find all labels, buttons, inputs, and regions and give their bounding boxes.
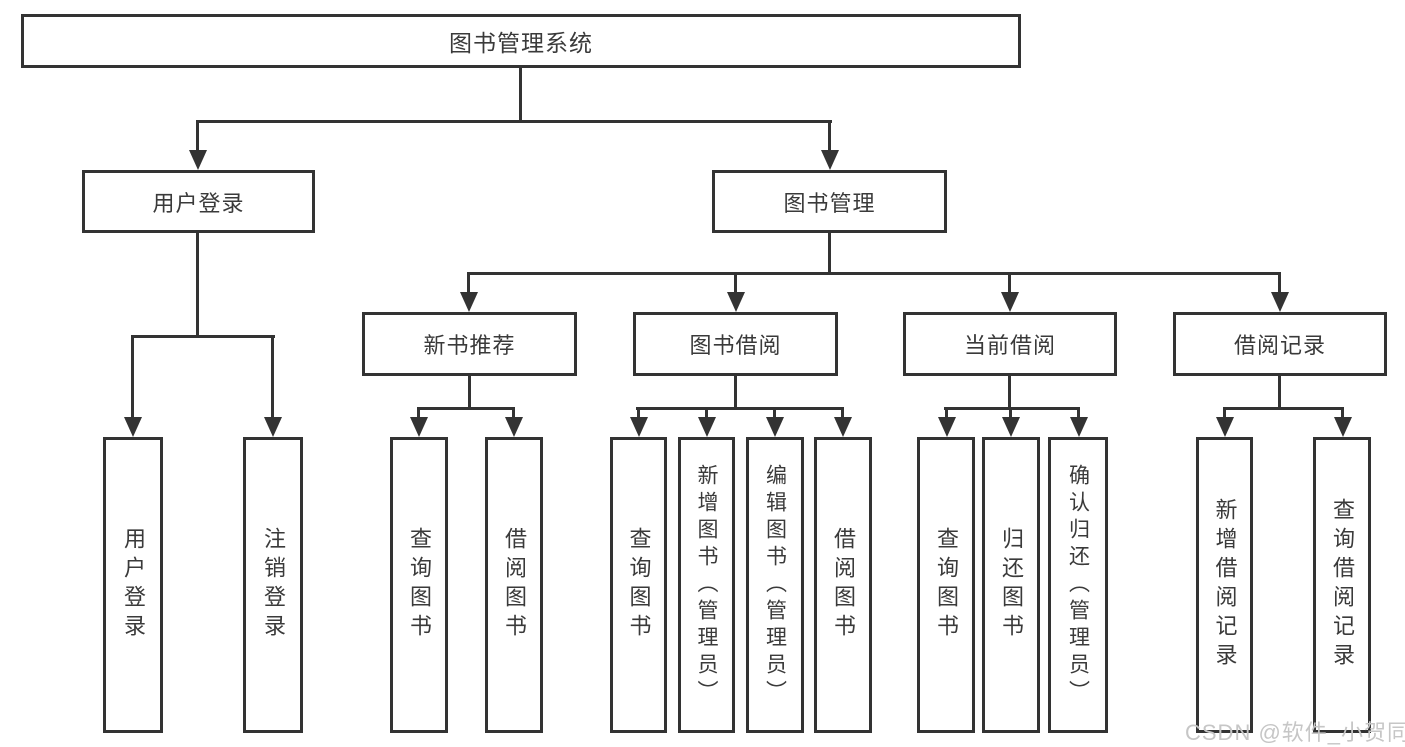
connector-drop-d1 [945,407,948,423]
arrowhead-c1 [630,417,648,437]
arrowhead-book-borrow [727,292,745,312]
connector-drop-e2 [1341,407,1344,423]
leaf-add-borrow-record: 新增借阅记录 [1196,437,1253,733]
connector-drop-c4 [841,407,844,423]
connector-drop-user-login [196,120,199,156]
arrowhead-c4 [834,417,852,437]
arrowhead-leaf-logout [264,417,282,437]
leaf-add-books-admin: 新增图书（管理员） [678,437,735,733]
node-borrow-records: 借阅记录 [1173,312,1387,376]
connector-drop-b2 [512,407,515,423]
connector-drop-b1 [417,407,420,423]
leaf-borrow-books: 借阅图书 [814,437,872,733]
arrowhead-d1 [938,417,956,437]
connector-currentborrow-stem [1008,376,1011,407]
leaf-user-login: 用户登录 [103,437,163,733]
arrowhead-book-mgmt [821,150,839,170]
arrowhead-borrow-records [1271,292,1289,312]
csdn-watermark: CSDN @软件_小贺同学 [1185,720,1405,745]
arrowhead-d3 [1070,417,1088,437]
leaf-borrow-books-recommend: 借阅图书 [485,437,543,733]
connector-bookborrow-bar [636,407,844,410]
arrowhead-b1 [410,417,428,437]
node-book-borrow: 图书借阅 [633,312,838,376]
connector-drop-current-borrow [1008,272,1011,298]
leaf-query-books-borrow: 查询图书 [610,437,667,733]
node-current-borrow-label: 当前借阅 [963,333,1056,358]
connector-newbook-stem [468,376,471,407]
node-new-book-recommend: 新书推荐 [362,312,577,376]
leaf-edit-books-admin-label: 编辑图书（管理员） [763,463,787,707]
connector-drop-c3 [773,407,776,423]
connector-drop-c2 [705,407,708,423]
leaf-logout-label: 注销登录 [261,527,286,643]
arrowhead-c3 [766,417,784,437]
leaf-query-borrow-record: 查询借阅记录 [1313,437,1371,733]
node-borrow-records-label: 借阅记录 [1233,333,1326,358]
connector-userlogin-stem [196,233,199,335]
leaf-query-books-borrow-label: 查询图书 [626,527,652,643]
node-book-management-branch-label: 图书管理 [783,190,876,216]
leaf-add-borrow-record-label: 新增借阅记录 [1212,498,1238,672]
arrowhead-c2 [698,417,716,437]
arrowhead-current-borrow [1001,292,1019,312]
connector-borrowrec-stem [1278,376,1281,407]
connector-drop-c1 [637,407,640,423]
leaf-query-books-current: 查询图书 [917,437,975,733]
leaf-add-books-admin-label: 新增图书（管理员） [695,463,718,707]
node-root-label: 图书管理系统 [449,30,593,56]
leaf-borrow-books-recommend-label: 借阅图书 [502,527,527,643]
node-current-borrow: 当前借阅 [903,312,1117,376]
connector-drop-leaf-logout [271,335,274,423]
node-user-login-branch-label: 用户登录 [152,190,245,216]
connector-currentborrow-bar [944,407,1080,410]
connector-drop-book-mgmt [828,120,831,156]
leaf-return-books: 归还图书 [982,437,1040,733]
leaf-query-books-recommend-label: 查询图书 [407,527,432,643]
connector-bookmgmt-bar [467,272,1281,275]
connector-bookborrow-stem [734,376,737,407]
leaf-borrow-books-label: 借阅图书 [831,527,856,643]
connector-newbook-bar [417,407,515,410]
leaf-return-books-label: 归还图书 [999,527,1024,643]
node-user-login-branch: 用户登录 [82,170,315,233]
node-new-book-recommend-label: 新书推荐 [423,333,516,358]
leaf-confirm-return-admin-label: 确认归还（管理员） [1066,463,1090,707]
arrowhead-user-login [189,150,207,170]
leaf-query-books-current-label: 查询图书 [934,527,959,643]
arrowhead-d2 [1002,417,1020,437]
connector-drop-borrow-records [1278,272,1281,298]
connector-drop-leaf-login [131,335,134,423]
node-book-management-branch: 图书管理 [712,170,947,233]
connector-bookmgmt-stem [828,233,831,272]
connector-root-bar [196,120,832,123]
connector-drop-e1 [1223,407,1226,423]
leaf-confirm-return-admin: 确认归还（管理员） [1048,437,1108,733]
arrowhead-leaf-login [124,417,142,437]
arrowhead-new-book [460,292,478,312]
arrowhead-e2 [1334,417,1352,437]
connector-userlogin-bar [131,335,275,338]
connector-drop-new-book [467,272,470,298]
connector-root-stem [519,68,522,120]
leaf-logout: 注销登录 [243,437,303,733]
node-root: 图书管理系统 [21,14,1021,68]
connector-borrowrec-bar [1223,407,1344,410]
connector-drop-d3 [1077,407,1080,423]
leaf-user-login-label: 用户登录 [121,527,146,643]
connector-drop-book-borrow [734,272,737,298]
leaf-query-borrow-record-label: 查询借阅记录 [1330,498,1355,672]
node-book-borrow-label: 图书借阅 [689,333,782,358]
arrowhead-b2 [505,417,523,437]
leaf-query-books-recommend: 查询图书 [390,437,448,733]
arrowhead-e1 [1216,417,1234,437]
leaf-edit-books-admin: 编辑图书（管理员） [746,437,804,733]
connector-drop-d2 [1009,407,1012,423]
